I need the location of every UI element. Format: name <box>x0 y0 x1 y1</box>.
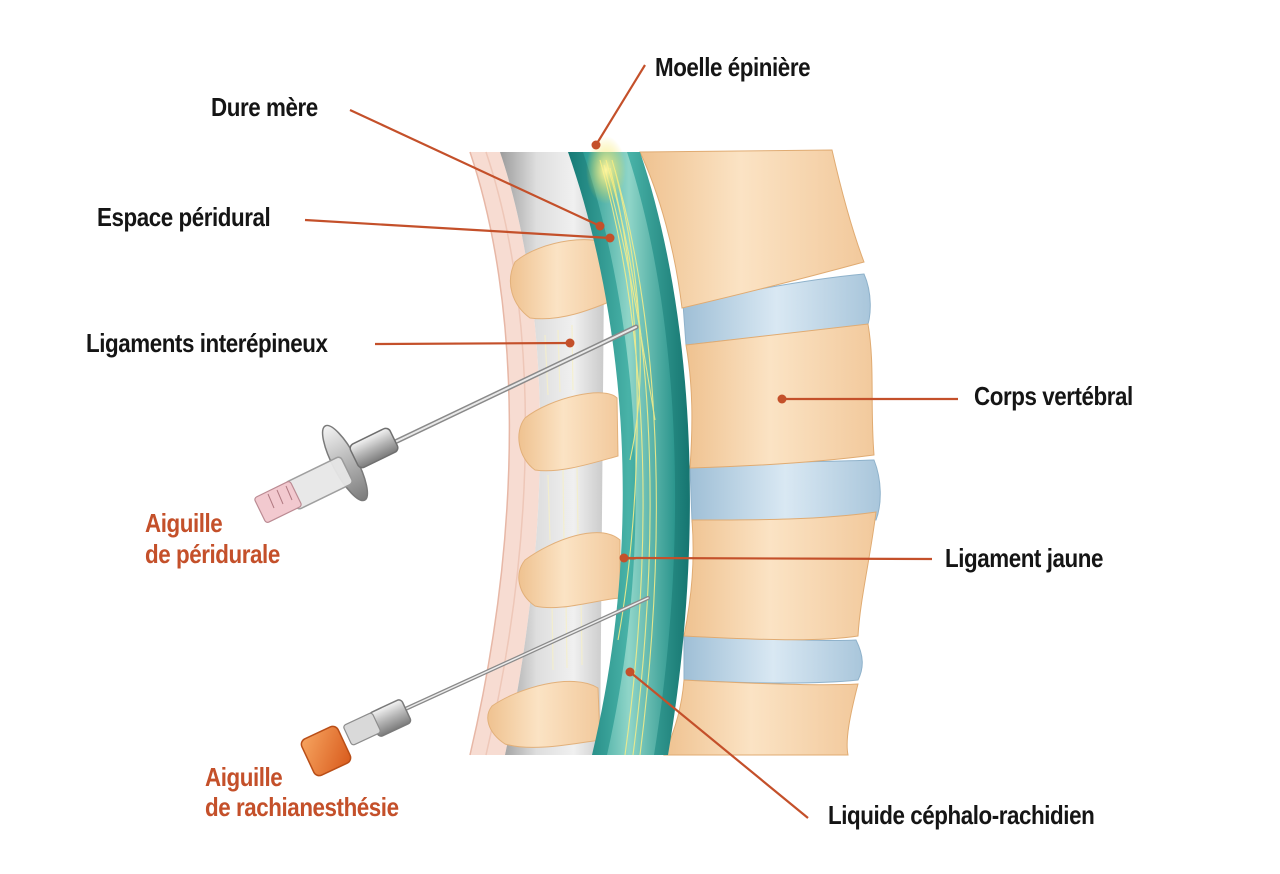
label-aiguille-peridurale-2: de péridurale <box>145 539 280 569</box>
leader-dots <box>565 140 787 677</box>
label-espace-peridural: Espace péridural <box>97 202 271 232</box>
spinal-needle <box>300 596 650 777</box>
label-aiguille-peridurale-1: Aiguille <box>145 508 223 538</box>
epidural-needle <box>254 324 639 523</box>
cerebrospinal-fluid <box>583 152 676 755</box>
label-aiguille-rachi-1: Aiguille <box>205 762 283 792</box>
nerve-fibers <box>599 159 657 756</box>
label-dure-mere: Dure mère <box>211 92 318 122</box>
spinous-processes <box>487 239 621 748</box>
intervertebral-discs <box>682 273 881 684</box>
leader-lines <box>304 64 958 819</box>
label-corps-vertebral: Corps vertébral <box>974 381 1133 411</box>
label-moelle-epiniere: Moelle épinière <box>655 52 811 82</box>
label-ligament-jaune: Ligament jaune <box>945 543 1103 573</box>
vertebral-bodies <box>639 149 877 756</box>
spinal-cord-top <box>586 136 626 204</box>
label-aiguille-rachi-2: de rachianesthésie <box>205 792 399 822</box>
label-ligaments-interepineux: Ligaments interépineux <box>86 328 328 358</box>
label-liquide-cephalo-rachidien: Liquide céphalo-rachidien <box>828 800 1095 830</box>
